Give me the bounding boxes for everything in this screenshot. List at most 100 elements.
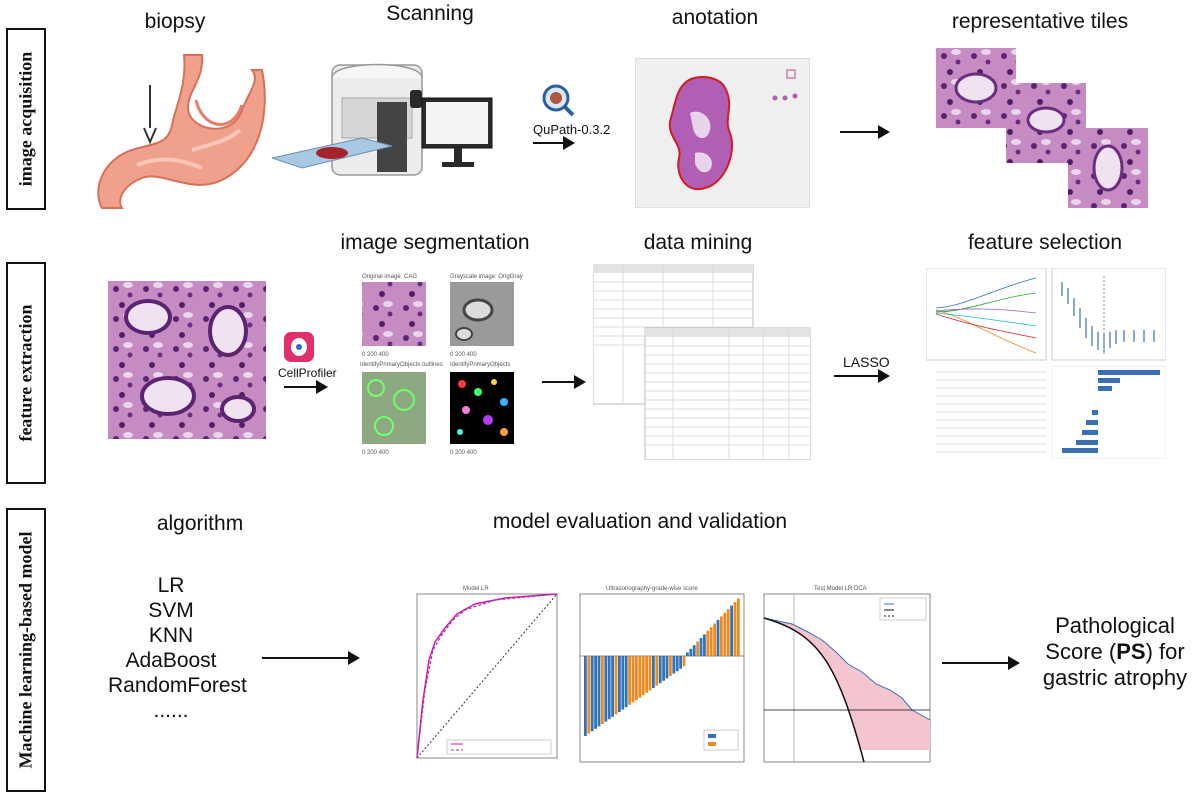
waterfall-bar (696, 641, 699, 656)
waterfall-bar (709, 627, 713, 656)
result-line-2: Score (PS) for (1032, 639, 1198, 665)
waterfall-bar (658, 656, 662, 684)
waterfall-bar (587, 656, 591, 734)
arrow-scan-to-annotation (533, 136, 575, 150)
section-label-extraction-text: feature extraction (15, 304, 36, 442)
algorithm-item: RandomForest (108, 674, 247, 697)
waterfall-bar (638, 656, 642, 698)
waterfall-bar (604, 656, 608, 722)
waterfall-bar (618, 656, 621, 712)
algorithm-list: LR SVM KNN AdaBoost RandomForest ...... (108, 573, 247, 723)
representative-tiles (936, 48, 1148, 208)
waterfall-bar (635, 656, 638, 700)
algorithm-item: SVM (148, 599, 194, 622)
waterfall-bar (662, 656, 665, 681)
waterfall-bar (590, 656, 594, 732)
waterfall-bar (652, 656, 655, 688)
waterfall-bar (607, 656, 611, 720)
waterfall-bar (689, 648, 693, 656)
waterfall-bar (594, 656, 597, 729)
waterfall-bar (699, 638, 703, 656)
waterfall-bar (624, 656, 628, 708)
algorithm-item: LR (157, 574, 185, 597)
algorithm-item: KNN (148, 624, 194, 647)
waterfall-bar (726, 609, 730, 656)
roc-curve-plot: Model LR (416, 586, 558, 759)
waterfall-bar (716, 620, 720, 656)
segmentation-panels: Original image: CAG Grayscale image: Ori… (360, 274, 523, 456)
algorithm-item: AdaBoost (125, 649, 217, 672)
waterfall-bar (706, 630, 710, 656)
waterfall-bar (584, 656, 587, 736)
dca-plot: Test Model LR DCA (763, 586, 931, 763)
waterfall-bar (730, 605, 733, 656)
seg-title-objects: IdentifyPrimaryObjects (450, 362, 510, 368)
stage-title-annotation: anotation (671, 6, 759, 29)
stomach-illustration (97, 54, 266, 209)
section-label-model: Machine learning-based model (6, 508, 46, 792)
arrow-algorithm-to-evaluation (262, 651, 360, 665)
waterfall-bar (733, 602, 737, 656)
svg-text:0 200 400: 0 200 400 (450, 352, 477, 358)
roc-title: Model LR (463, 586, 489, 592)
seg-title-grayscale: Grayscale image: OrigGray (450, 274, 523, 280)
qupath-icon (542, 84, 575, 117)
result-line-2c: ) for (1145, 639, 1185, 664)
waterfall-bar (682, 656, 686, 667)
waterfall-bar (597, 656, 601, 727)
waterfall-bar (655, 656, 659, 686)
result-line-1: Pathological (1055, 613, 1175, 638)
waterfall-bar (621, 656, 625, 710)
stage-title-segmentation: image segmentation (340, 231, 530, 254)
seg-title-outlines: IdentifyPrimaryObjects outlines (360, 362, 443, 368)
algorithm-item: ...... (153, 699, 189, 722)
section-label-acquisition-text: image acquisition (15, 51, 36, 187)
annotation-slide (635, 58, 810, 208)
section-label-extraction: feature extraction (6, 262, 46, 484)
waterfall-bar (669, 656, 672, 676)
result-line-2a: Score ( (1045, 639, 1117, 664)
stage-title-mining: data mining (643, 231, 753, 254)
arrow-mining-to-selection (834, 369, 890, 383)
stage-title-selection: feature selection (967, 231, 1123, 254)
waterfall-bar (665, 656, 669, 679)
waterfall-bar (648, 656, 652, 691)
result-line-3: gastric atrophy (1042, 665, 1188, 690)
waterfall-bar (720, 616, 723, 656)
waterfall-bar (713, 623, 716, 656)
tissue-tile-large (108, 281, 266, 439)
waterfall-bar (601, 656, 604, 724)
waterfall-bar (675, 656, 679, 672)
arrow-tile-to-segmentation (284, 380, 328, 394)
waterfall-bar (737, 598, 740, 656)
arrow-segmentation-to-mining (542, 375, 586, 389)
stage-title-biopsy: biopsy (144, 10, 206, 33)
section-label-model-text: Machine learning-based model (15, 531, 36, 769)
waterfall-bar (703, 634, 706, 656)
waterfall-bar (672, 656, 676, 674)
svg-text:0 200 400: 0 200 400 (450, 450, 477, 456)
waterfall-bar (614, 656, 618, 715)
svg-text:0 200 400: 0 200 400 (362, 450, 389, 456)
waterfall-bar (679, 656, 682, 669)
stage-title-evaluation: model evaluation and validation (492, 510, 788, 533)
cellprofiler-label: CellProfiler (278, 366, 337, 380)
dca-title: Test Model LR DCA (814, 586, 867, 592)
waterfall-bar (645, 656, 648, 693)
waterfall-bars (584, 598, 740, 736)
data-mining-tables (593, 264, 811, 460)
section-label-acquisition: image acquisition (6, 28, 46, 210)
stage-title-scanning: Scanning (386, 2, 474, 25)
waterfall-bar (692, 645, 696, 656)
bar-title: Ultrasonography-grade-wise score (606, 586, 698, 592)
seg-title-original: Original image: CAG (362, 274, 417, 280)
stage-title-tiles: representative tiles (951, 10, 1129, 33)
arrow-annotation-to-tiles (840, 125, 890, 139)
waterfall-bar (628, 656, 631, 705)
stage-title-algorithm: algorithm (156, 512, 244, 535)
feature-selection-plots (926, 268, 1166, 459)
waterfall-bar (723, 612, 727, 656)
qupath-label: QuPath-0.3.2 (533, 122, 611, 137)
cellprofiler-icon (284, 332, 314, 362)
arrow-evaluation-to-result (942, 656, 1020, 670)
